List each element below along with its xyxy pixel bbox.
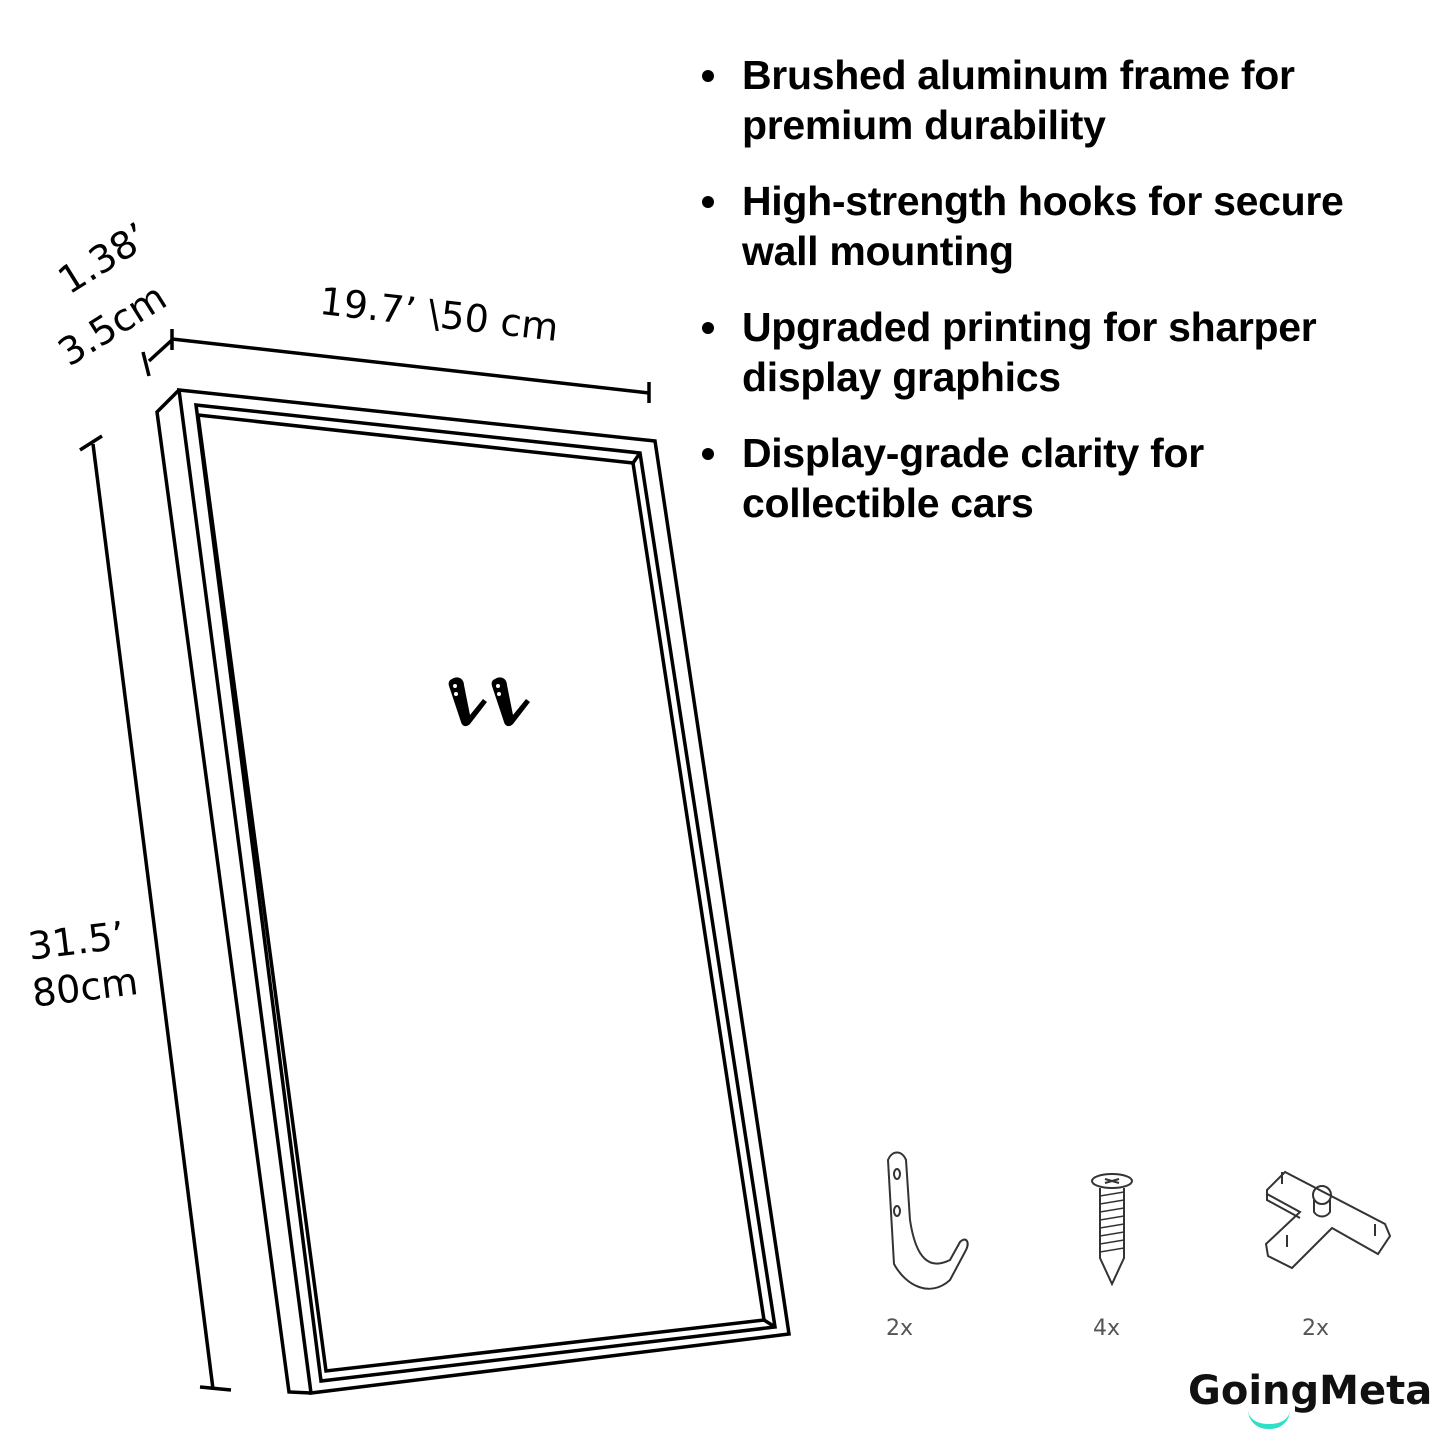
hook-quantity: 2x: [886, 1316, 914, 1341]
feature-line: Display-grade clarity for: [742, 430, 1204, 476]
feature-list: Brushed aluminum frame for premium durab…: [698, 50, 1438, 554]
width-dimension-line: [170, 329, 651, 403]
height-imperial-label: 31.5’: [25, 913, 127, 969]
feature-line: collectible cars: [742, 480, 1034, 526]
feature-item: Display-grade clarity for collectible ca…: [698, 428, 1438, 528]
bullet-icon: [702, 322, 714, 334]
feature-line: Upgraded printing for sharper: [742, 304, 1317, 350]
brand-logo: GoingMeta: [1188, 1368, 1433, 1414]
feature-item: High-strength hooks for secure wall moun…: [698, 176, 1438, 276]
feature-line: display graphics: [742, 354, 1061, 400]
bracket-quantity: 2x: [1302, 1316, 1330, 1341]
bullet-icon: [702, 196, 714, 208]
feature-item: Brushed aluminum frame for premium durab…: [698, 50, 1438, 150]
hooks-icon: [448, 677, 530, 727]
frame-outline: [155, 388, 791, 1395]
bullet-icon: [702, 70, 714, 82]
wall-hook-icon: [886, 1151, 969, 1290]
height-dimension-line: [79, 434, 232, 1392]
feature-line: High-strength hooks for secure: [742, 178, 1344, 224]
mounting-bracket-icon: [1264, 1170, 1392, 1270]
screw-icon: [1091, 1173, 1133, 1287]
feature-line: premium durability: [742, 102, 1106, 148]
depth-dimension-line: [141, 338, 174, 377]
feature-item: Upgraded printing for sharper display gr…: [698, 302, 1438, 402]
bullet-icon: [702, 448, 714, 460]
logo-smile-icon: [1248, 1410, 1290, 1429]
feature-line: Brushed aluminum frame for: [742, 52, 1295, 98]
feature-line: wall mounting: [742, 228, 1014, 274]
screw-quantity: 4x: [1093, 1316, 1121, 1341]
